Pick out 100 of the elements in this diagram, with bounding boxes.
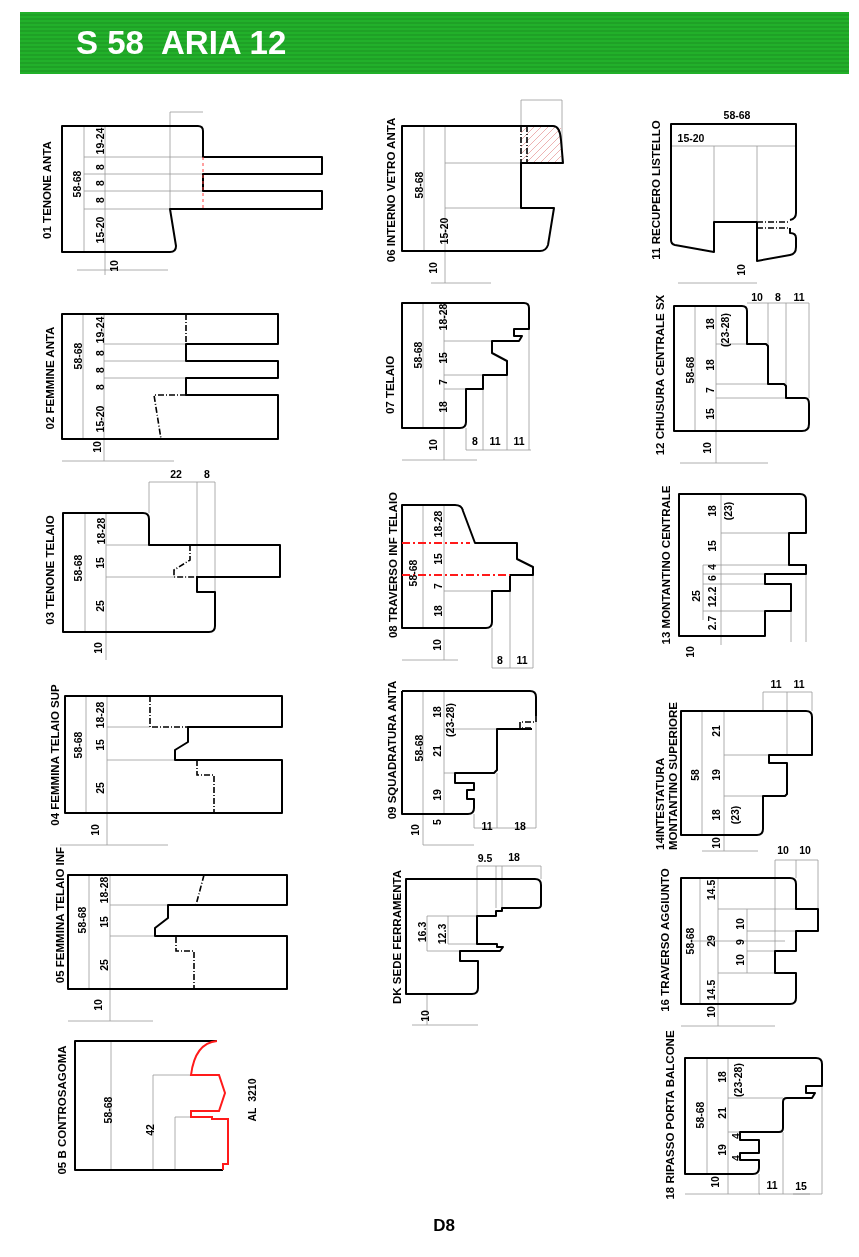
dimension-label: 58-68 bbox=[413, 734, 425, 762]
dimension-label: 22 bbox=[170, 468, 182, 480]
dimension-label: 15-20 bbox=[438, 217, 450, 245]
profile-name: 11 RECUPERO LISTELLO bbox=[650, 120, 662, 260]
dimension-label: 18 bbox=[716, 1071, 728, 1083]
dimension-label: 4 bbox=[706, 564, 718, 570]
dimension-label: 8 bbox=[94, 367, 106, 373]
dimension-label: 10 bbox=[431, 639, 443, 651]
dimension-label: 19 bbox=[716, 1144, 728, 1156]
dimension-label: 42 bbox=[144, 1124, 156, 1136]
dimension-label: (23-28) bbox=[732, 1063, 744, 1097]
dimension-label: 10 bbox=[734, 918, 746, 930]
dimension-label: 11 bbox=[516, 654, 528, 666]
dimension-label: 5 bbox=[431, 819, 443, 825]
profile-name: 13 MONTANTINO CENTRALE bbox=[660, 485, 672, 645]
dimension-label: 10 bbox=[734, 954, 746, 966]
dimension-label: 10 bbox=[92, 642, 104, 654]
dimension-label: 21 bbox=[431, 745, 443, 757]
profile-name: 03 TENONE TELAIO bbox=[44, 515, 56, 625]
dimension-label: 12.3 bbox=[436, 923, 448, 945]
dimension-label: 18 bbox=[431, 706, 443, 718]
profile-name: 12 CHIUSURA CENTRALE SX bbox=[654, 294, 666, 456]
title-banner: S 58 ARIA 12 bbox=[20, 12, 849, 74]
dimension-label: 8 bbox=[204, 468, 210, 480]
dimension-label: 15 bbox=[437, 352, 449, 364]
dimension-label: 18-28 bbox=[432, 510, 444, 538]
dimension-label: 8 bbox=[94, 197, 106, 203]
dimension-label: 10 bbox=[735, 264, 747, 276]
dimension-label: 12.2 bbox=[706, 586, 718, 608]
dimension-label: 18 bbox=[508, 851, 520, 863]
dimension-label: 10 bbox=[777, 844, 789, 856]
dimension-label: 7 bbox=[437, 379, 449, 385]
dimension-label: 18-28 bbox=[98, 876, 110, 904]
dimension-label: (23-28) bbox=[444, 703, 456, 737]
dimension-label: 10 bbox=[92, 999, 104, 1011]
dimension-label: 2.7 bbox=[706, 615, 718, 631]
dimension-label: 8 bbox=[94, 180, 106, 186]
dimension-label: 11 bbox=[793, 678, 805, 690]
dimension-label: 58-68 bbox=[72, 342, 84, 370]
dimension-label: 18 bbox=[432, 605, 444, 617]
profile-name: 01 TENONE ANTA bbox=[41, 141, 53, 239]
dimension-label: 21 bbox=[710, 725, 722, 737]
dimension-label: (23) bbox=[729, 805, 741, 825]
profile-name: 07 TELAIO bbox=[384, 355, 396, 415]
dimension-label: 18 bbox=[706, 505, 718, 517]
dimension-label: 15 bbox=[704, 408, 716, 420]
dimension-label: 4 bbox=[730, 1155, 742, 1161]
dimension-label: 10 bbox=[89, 824, 101, 836]
dimension-label: 11 bbox=[793, 291, 805, 303]
dimension-label: 14.5 bbox=[705, 979, 717, 1001]
dimension-label: 21 bbox=[716, 1107, 728, 1119]
dimension-label: 58 bbox=[689, 769, 701, 781]
dimension-label: 58-68 bbox=[412, 341, 424, 369]
profile-name: 06 INTERNO VETRO ANTA bbox=[385, 117, 397, 263]
dimension-label: 58-68 bbox=[76, 906, 88, 934]
dimension-label: 15-20 bbox=[94, 405, 106, 433]
dimension-label: 8 bbox=[497, 654, 503, 666]
dimension-label: 58-68 bbox=[413, 171, 425, 199]
dimension-label: 58-68 bbox=[694, 1101, 706, 1129]
dimension-label: 14.5 bbox=[705, 879, 717, 901]
dimension-label: 10 bbox=[409, 824, 421, 836]
dimension-label: 8 bbox=[94, 164, 106, 170]
dimension-label: 8 bbox=[94, 350, 106, 356]
dimension-label: 11 bbox=[770, 678, 782, 690]
dimension-label: (23-28) bbox=[719, 313, 731, 347]
dimension-label: 7 bbox=[704, 387, 716, 393]
profile-name: 14INTESTATURA MONTANTINO SUPERIORE bbox=[654, 701, 680, 850]
profile-name: 02 FEMMINE ANTA bbox=[44, 326, 56, 430]
dimension-label: 19-24 bbox=[94, 316, 106, 344]
dimension-label: 10 bbox=[427, 262, 439, 274]
dimension-label: 19-24 bbox=[94, 127, 106, 155]
profile-name: 16 TRAVERSO AGGIUNTO bbox=[659, 868, 671, 1012]
profile-name: 18 RIPASSO PORTA BALCONE bbox=[664, 1030, 676, 1200]
dimension-label: 25 bbox=[94, 600, 106, 612]
dimension-label: 58-68 bbox=[684, 927, 696, 955]
profile-name: 08 TRAVERSO INF TELAIO bbox=[387, 491, 399, 639]
dimension-label: 25 bbox=[98, 959, 110, 971]
dimension-label: 18-28 bbox=[437, 303, 449, 331]
dimension-label: 10 bbox=[419, 1010, 431, 1022]
profile-name: DK SEDE FERRAMENTA bbox=[391, 870, 403, 1004]
profile-name: 04 FEMMINA TELAIO SUP bbox=[49, 684, 61, 826]
dimension-label: 25 bbox=[690, 590, 702, 602]
dimension-label: 58-68 bbox=[102, 1096, 114, 1124]
dimension-label: 15 bbox=[98, 916, 110, 928]
dimension-label: 18 bbox=[437, 401, 449, 413]
dimension-label: 18-28 bbox=[94, 701, 106, 729]
dimension-label: 18 bbox=[704, 359, 716, 371]
dimension-label: 4 bbox=[730, 1133, 742, 1139]
dimension-label: 19 bbox=[431, 789, 443, 801]
dimension-label: 8 bbox=[94, 384, 106, 390]
dimension-label: 10 bbox=[710, 837, 722, 849]
dimension-label: 9.5 bbox=[477, 852, 493, 864]
dimension-label: 58-68 bbox=[72, 731, 84, 759]
profile-name: 05 FEMMINA TELAIO INF bbox=[54, 846, 66, 984]
dimension-label: AL 3210 bbox=[246, 1078, 258, 1122]
dimension-label: 15 bbox=[706, 540, 718, 552]
dimension-label: 7 bbox=[432, 583, 444, 589]
dimension-label: 6 bbox=[706, 575, 718, 581]
dimension-label: 15 bbox=[94, 557, 106, 569]
dimension-label: 19 bbox=[710, 769, 722, 781]
